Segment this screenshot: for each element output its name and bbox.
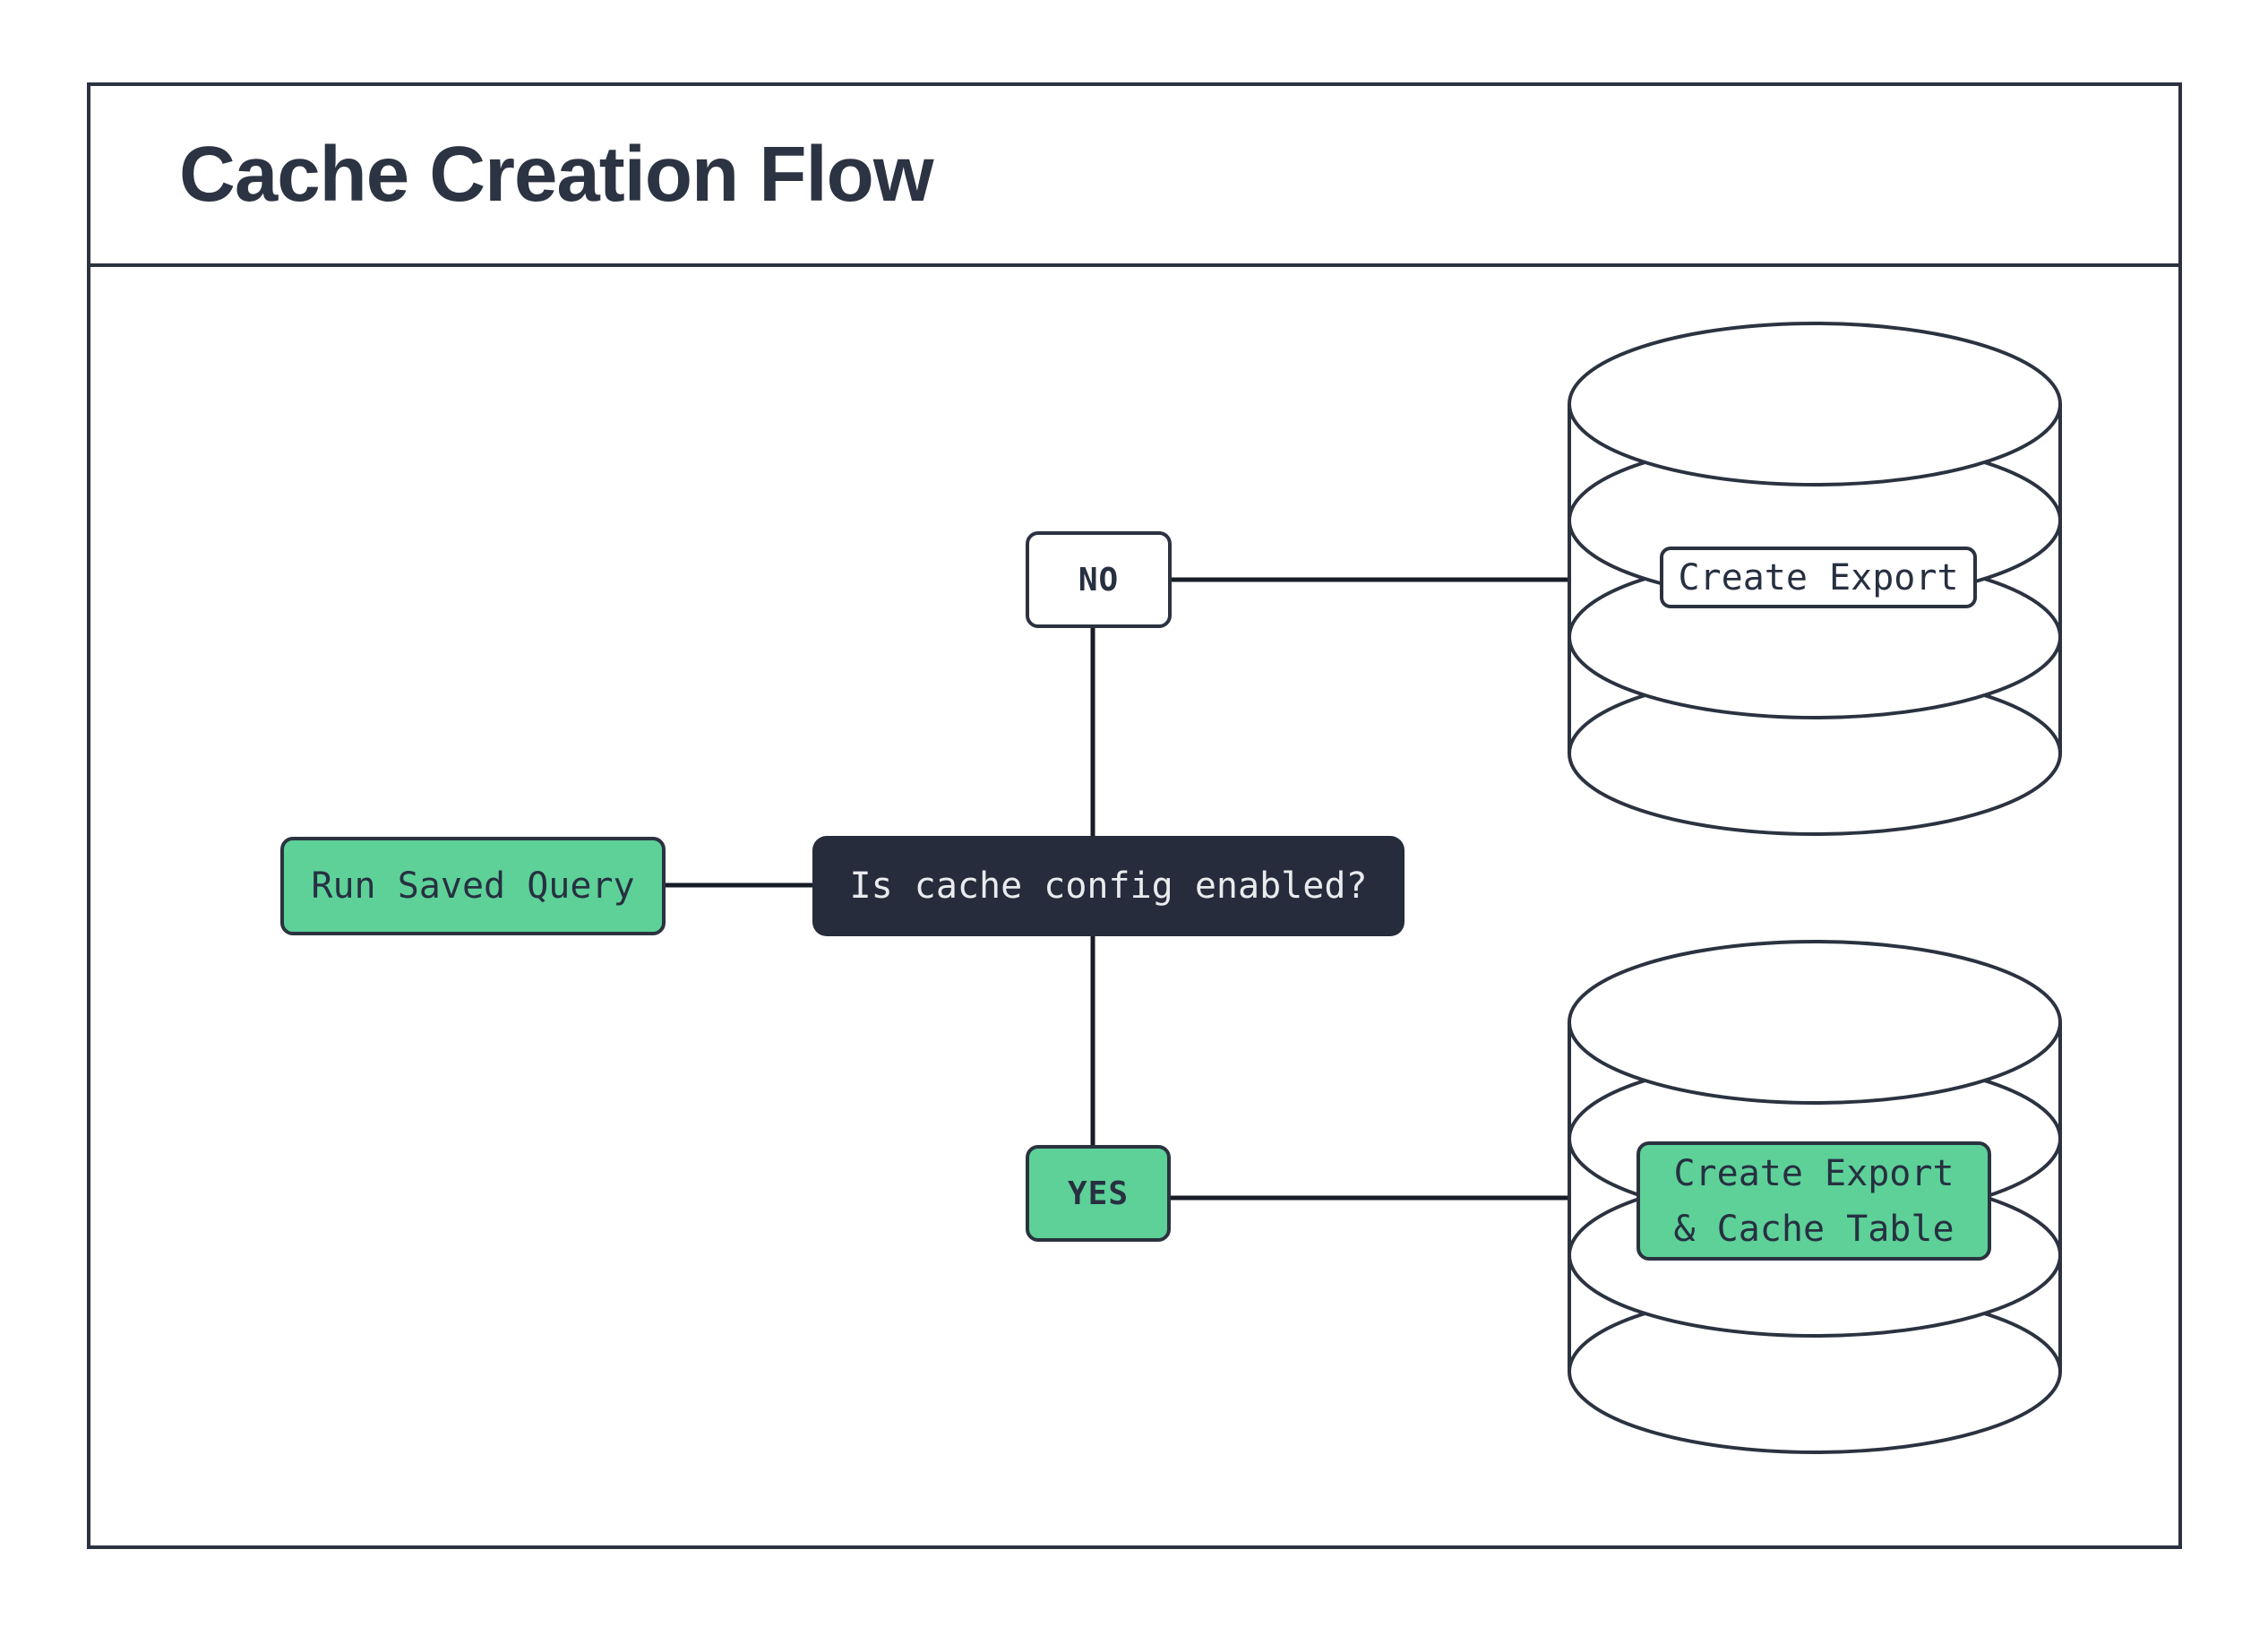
diagram-frame: Cache Creation Flow <box>87 82 2182 1549</box>
connectors <box>666 577 1569 1201</box>
node-create-export-label: Create Export <box>1678 556 1959 598</box>
node-create-export-cache-table-line2: & Cache Table <box>1673 1208 1954 1250</box>
node-create-export: Create Export <box>1660 547 1977 608</box>
node-decision-label: Is cache config enabled? <box>849 865 1368 907</box>
node-run-saved-query: Run Saved Query <box>280 837 666 935</box>
node-branch-no-label: NO <box>1078 561 1120 598</box>
node-decision-cache-config: Is cache config enabled? <box>812 836 1405 936</box>
node-create-export-cache-table: Create Export & Cache Table <box>1637 1141 1991 1261</box>
node-run-saved-query-label: Run Saved Query <box>311 865 635 907</box>
diagram-titlebar: Cache Creation Flow <box>90 86 2178 267</box>
node-branch-no: NO <box>1026 531 1172 628</box>
page-title: Cache Creation Flow <box>179 131 933 218</box>
database-disk <box>1568 322 2062 486</box>
database-disk <box>1568 940 2062 1105</box>
node-branch-yes-label: YES <box>1067 1175 1130 1212</box>
node-create-export-cache-table-line1: Create Export <box>1673 1152 1954 1194</box>
node-branch-yes: YES <box>1026 1145 1171 1242</box>
